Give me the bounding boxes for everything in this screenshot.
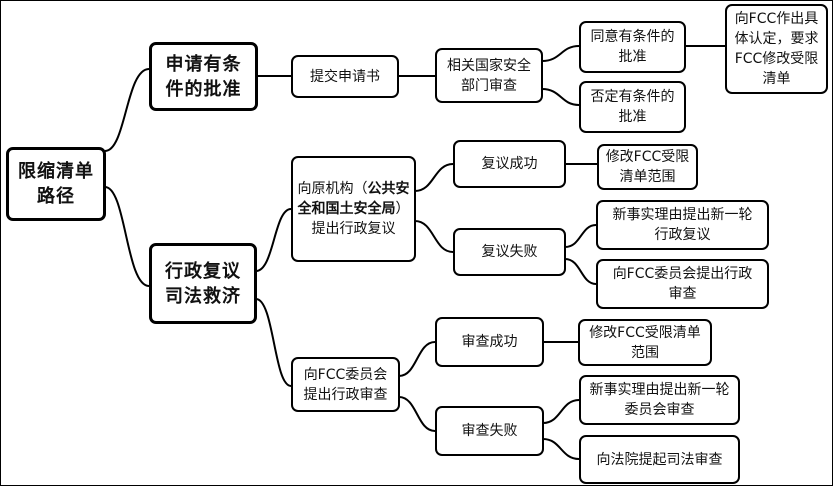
review-fail-option1-node: 新事实理由提出新一轮委员会审查 — [579, 375, 740, 425]
link-commission-success — [398, 341, 436, 377]
link-review-approve — [541, 45, 580, 62]
link-reconsider-success — [414, 163, 454, 192]
recon-success-result-node: 修改FCC受限清单范围 — [597, 144, 698, 190]
link-root-application — [104, 68, 150, 152]
approve-node: 同意有条件的批准 — [579, 21, 686, 73]
reconsideration-node: 向原机构（公共安全和国土安全局）提出行政复议 — [291, 156, 416, 262]
commission-review-node: 向FCC委员会提出行政审查 — [291, 357, 400, 412]
link-remedy-reconsider — [255, 208, 292, 272]
review-success-result-node: 修改FCC受限清单范围 — [578, 319, 712, 366]
approve-detail-node: 向FCC作出具体认定，要求FCC修改受限清单 — [725, 4, 828, 94]
reconsideration-text: 向原机构（公共安全和国土安全局）提出行政复议 — [297, 181, 410, 237]
reconsideration-agency: 公共安全和国土安全局 — [297, 181, 410, 217]
application-branch-node: 申请有条件的批准 — [149, 42, 258, 111]
submit-application-node: 提交申请书 — [291, 55, 399, 98]
reject-node: 否定有条件的批准 — [579, 81, 686, 133]
link-root-remedy — [104, 186, 150, 287]
review-fail-node: 审查失败 — [435, 406, 544, 456]
recon-fail-option2-node: 向FCC委员会提出行政审查 — [596, 259, 769, 309]
link-recon-fail-opt1 — [564, 224, 597, 248]
security-review-node: 相关国家安全部门审查 — [435, 48, 543, 103]
remedy-branch-node: 行政复议司法救济 — [149, 243, 257, 324]
root-node: 限缩清单路径 — [6, 147, 106, 221]
link-review-reject — [541, 88, 580, 106]
review-success-node: 审查成功 — [435, 317, 544, 367]
recon-fail-option1-node: 新事实理由提出新一轮行政复议 — [596, 200, 769, 250]
reconsider-success-node: 复议成功 — [453, 140, 566, 188]
reconsider-fail-node: 复议失败 — [453, 228, 566, 276]
link-reconsider-fail — [414, 220, 454, 253]
link-review-fail-opt1 — [542, 399, 580, 424]
link-remedy-commission — [255, 298, 292, 387]
link-recon-fail-opt2 — [564, 258, 597, 285]
review-fail-option2-node: 向法院提起司法审查 — [579, 435, 740, 484]
link-review-fail-opt2 — [542, 438, 580, 460]
link-commission-fail — [398, 396, 436, 432]
